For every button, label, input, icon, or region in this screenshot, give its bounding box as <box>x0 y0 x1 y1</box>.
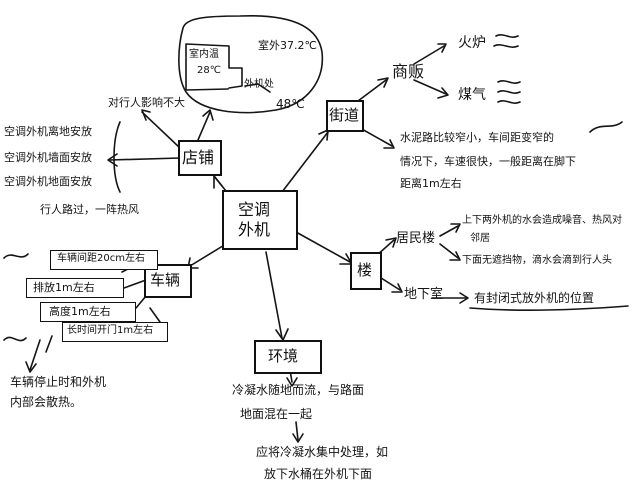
shop-node-label: 店铺 <box>182 148 215 167</box>
vehicle-note-line-1: 车辆停止时和外机 <box>10 375 107 389</box>
shop-unit-label: 外机处 <box>244 79 274 90</box>
environment-note-line-2: 地面混在一起 <box>240 407 313 421</box>
shop-thought-bubble <box>178 15 324 114</box>
street-note-line-3: 距离1m左右 <box>400 177 462 190</box>
line-street-note <box>359 127 393 147</box>
line-shop-bubble <box>197 111 211 141</box>
building-underground-label: 地下室 <box>404 287 444 302</box>
building-res-note-3: 下面无遮挡物，滴水会滴到行人头 <box>462 255 612 266</box>
indoor-room-outline <box>185 43 243 91</box>
line-center-building <box>295 231 351 263</box>
line-center-street <box>281 131 329 193</box>
building-res-note-2: 邻居 <box>470 233 490 244</box>
shop-indoor-label-1: 室内温 <box>189 49 219 60</box>
street-squiggle <box>589 121 623 133</box>
shop-items-bracket <box>113 121 121 193</box>
shop-pedestrian-note: 行人路过，一阵热风 <box>40 203 139 216</box>
vehicle-item-box-2: 高度1m左右 <box>40 302 136 322</box>
street-note-line-1: 水泥路比较窄小，车间距变窄的 <box>400 131 554 144</box>
building-node-box: 楼 <box>350 252 382 290</box>
gas-squiggle <box>497 80 521 104</box>
shop-item-1: 空调外机墙面安放 <box>4 151 92 164</box>
street-node-box: 街道 <box>326 100 364 132</box>
shop-indoor-label-2: 28℃ <box>197 65 221 76</box>
vehicle-item-box-0: 车辆间距20cm左右 <box>50 250 158 270</box>
street-gas-label: 煤气 <box>458 87 486 103</box>
line-shop-note <box>141 111 181 149</box>
vehicle-item-box-3: 长时间开门1m左右 <box>62 322 168 342</box>
shop-item-2: 空调外机地面安放 <box>4 175 92 188</box>
vehicle-node-label: 车辆 <box>150 271 181 289</box>
building-residential-label: 居民楼 <box>396 231 436 246</box>
line-environment-solution <box>295 421 299 441</box>
center-node-box: 空调 外机 <box>222 190 298 250</box>
environment-node-label: 环境 <box>268 347 299 365</box>
center-node-label-top: 空调 <box>238 200 271 219</box>
street-node-label: 街道 <box>329 106 360 124</box>
environment-note-line-1: 冷凝水随地而流，与路面 <box>232 383 365 397</box>
vehicle-note-line-2: 内部会散热。 <box>10 395 83 409</box>
shop-impact-note: 对行人影响不大 <box>108 96 185 109</box>
line-shop-items <box>109 157 181 161</box>
center-node-label-bottom: 外机 <box>238 220 271 239</box>
vehicle-item-box-1: 排放1m左右 <box>26 278 124 298</box>
building-underground-note: 有封闭式放外机的位置 <box>474 291 595 305</box>
line-vehicle-note <box>29 339 41 371</box>
environment-note-line-3: 应将冷凝水集中处理，如 <box>256 445 389 459</box>
left-squiggle-1 <box>3 253 29 259</box>
underground-note-underline <box>469 305 629 311</box>
street-note-line-2: 情况下，车速很快，一般距离在脚下 <box>400 155 576 168</box>
vehicle-item-2: 高度1m左右 <box>49 305 111 318</box>
environment-note-line-4: 放下水桶在外机下面 <box>264 467 373 481</box>
building-res-note-1: 上下两外机的水会造成噪音、热风对 <box>462 215 622 226</box>
unit-pointer-line <box>244 83 271 93</box>
shop-unit-temp: 48℃ <box>276 97 305 111</box>
line-center-environment <box>265 251 283 339</box>
shop-item-0: 空调外机离地安放 <box>4 125 92 138</box>
line-center-vehicle <box>189 243 227 267</box>
fire-squiggle <box>493 34 519 48</box>
building-node-label: 楼 <box>357 261 373 279</box>
street-fire-label: 火炉 <box>458 35 486 51</box>
street-vendor-label: 商贩 <box>392 62 425 81</box>
shop-outdoor-temp: 室外37.2℃ <box>258 39 317 52</box>
shop-node-box: 店铺 <box>178 140 222 176</box>
environment-node-box: 环境 <box>254 340 322 374</box>
vehicle-item-1: 排放1m左右 <box>33 281 95 294</box>
vehicle-item-3: 长时间开门1m左右 <box>67 325 154 336</box>
vehicle-item-0: 车辆间距20cm左右 <box>57 253 145 264</box>
left-squiggle-2 <box>3 336 27 342</box>
